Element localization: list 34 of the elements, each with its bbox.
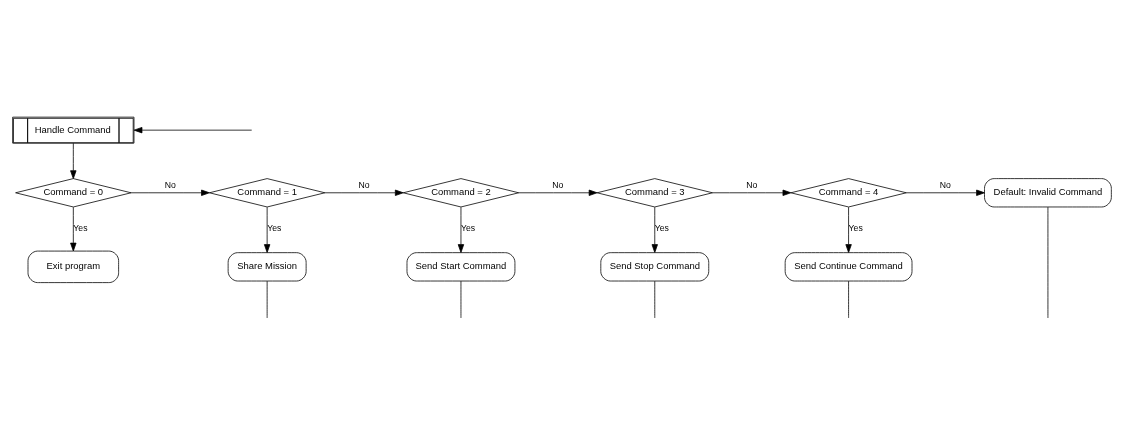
edge-label: Yes [848, 223, 863, 234]
edge-label: No [746, 179, 758, 190]
node-box: Send Start Command [406, 252, 516, 282]
edge-label: No [164, 179, 176, 190]
arrow [70, 142, 77, 179]
arrow [845, 206, 852, 253]
arrow [905, 189, 985, 196]
node-box: Share Mission [227, 252, 307, 282]
connector [654, 280, 656, 319]
arrow [518, 189, 598, 196]
node-box: Default: Invalid Command [984, 178, 1112, 208]
node-diamond: Command = 3 [596, 178, 713, 208]
arrow [70, 206, 77, 252]
arrow [712, 189, 792, 196]
arrow [324, 189, 404, 196]
node-diamond: Command = 4 [790, 178, 907, 208]
arrow [264, 206, 271, 253]
node-box: Send Stop Command [600, 252, 710, 282]
edge-label: Yes [267, 223, 282, 234]
arrow [130, 189, 210, 196]
arrow [457, 206, 465, 253]
edge-label: Yes [654, 223, 669, 234]
connector [848, 280, 849, 319]
edge-label: Yes [460, 223, 476, 234]
edge-label: No [358, 179, 370, 190]
arrow [651, 206, 658, 253]
node-diamond: Command = 2 [402, 178, 520, 208]
node-diamond: Command = 0 [15, 178, 132, 208]
arrow [133, 127, 253, 134]
edge-label: No [939, 179, 951, 190]
node-box: Exit program [27, 250, 119, 283]
node-box: Send Continue Command [784, 252, 913, 282]
node-diamond: Command = 1 [209, 178, 326, 208]
edge-label: No [552, 179, 564, 190]
